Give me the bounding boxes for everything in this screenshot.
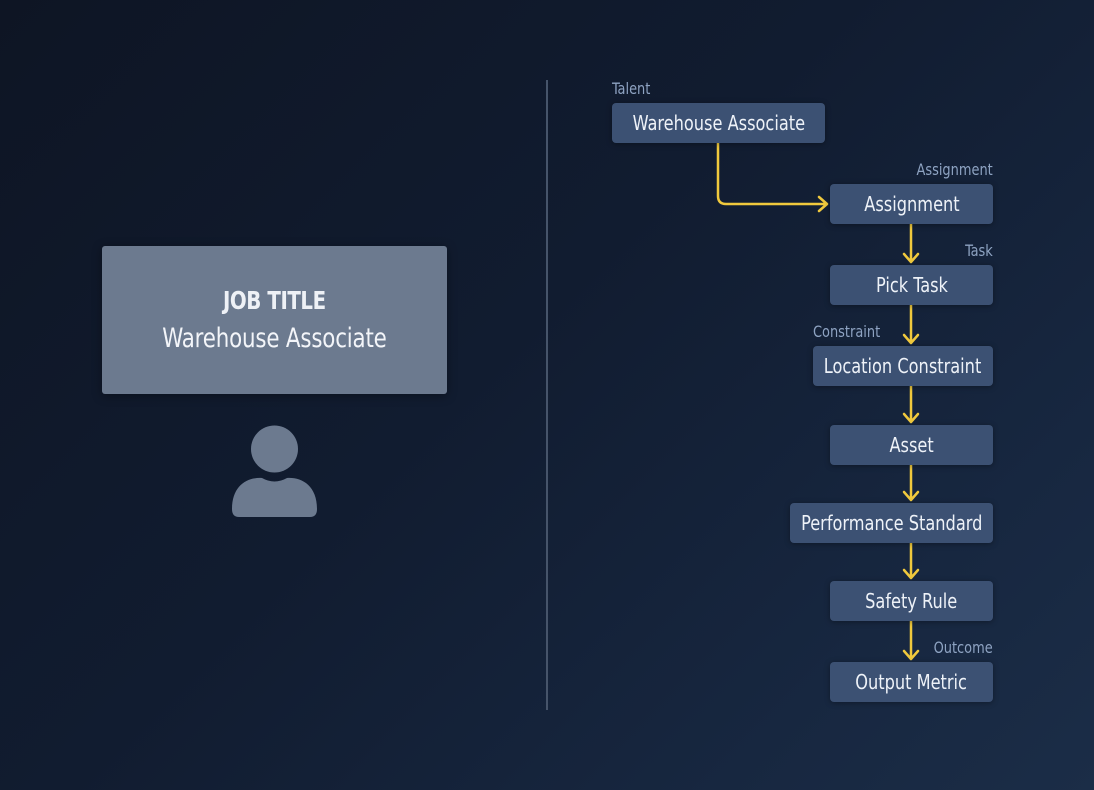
job-title-card: JOB TITLE Warehouse Associate [102, 246, 447, 394]
connector-pick-task-to-location-constraint [902, 303, 920, 345]
arrow-icon [902, 463, 920, 502]
arrow-icon [902, 619, 920, 661]
panel-divider [546, 80, 548, 710]
node-location-constraint[interactable]: Location Constraint [813, 346, 993, 386]
arrow-icon [902, 541, 920, 580]
connector-assignment-to-pick-task [902, 222, 920, 264]
connector-performance-standard-to-safety-rule [902, 541, 920, 580]
node-performance-standard[interactable]: Performance Standard [790, 503, 993, 543]
job-title-value: Warehouse Associate [162, 323, 387, 354]
connector-safety-rule-to-output-metric [902, 619, 920, 661]
connector-asset-to-performance-standard [902, 463, 920, 502]
node-warehouse-associate[interactable]: Warehouse Associate [612, 103, 825, 143]
person-icon [232, 425, 317, 517]
type-label-task: Task [965, 241, 993, 260]
node-asset[interactable]: Asset [830, 425, 993, 465]
type-label-talent: Talent [612, 79, 651, 98]
node-safety-rule[interactable]: Safety Rule [830, 581, 993, 621]
connector-talent-to-assignment [716, 141, 829, 213]
job-title-label: JOB TITLE [223, 286, 326, 315]
arrow-icon [902, 222, 920, 264]
node-pick-task[interactable]: Pick Task [830, 265, 993, 305]
connector-location-constraint-to-asset [902, 384, 920, 424]
node-assignment[interactable]: Assignment [830, 184, 993, 224]
arrow-icon [716, 141, 829, 213]
arrow-icon [902, 384, 920, 424]
arrow-icon [902, 303, 920, 345]
type-label-assignment: Assignment [916, 160, 993, 179]
node-output-metric[interactable]: Output Metric [830, 662, 993, 702]
type-label-constraint: Constraint [813, 322, 881, 341]
type-label-outcome: Outcome [933, 638, 993, 657]
